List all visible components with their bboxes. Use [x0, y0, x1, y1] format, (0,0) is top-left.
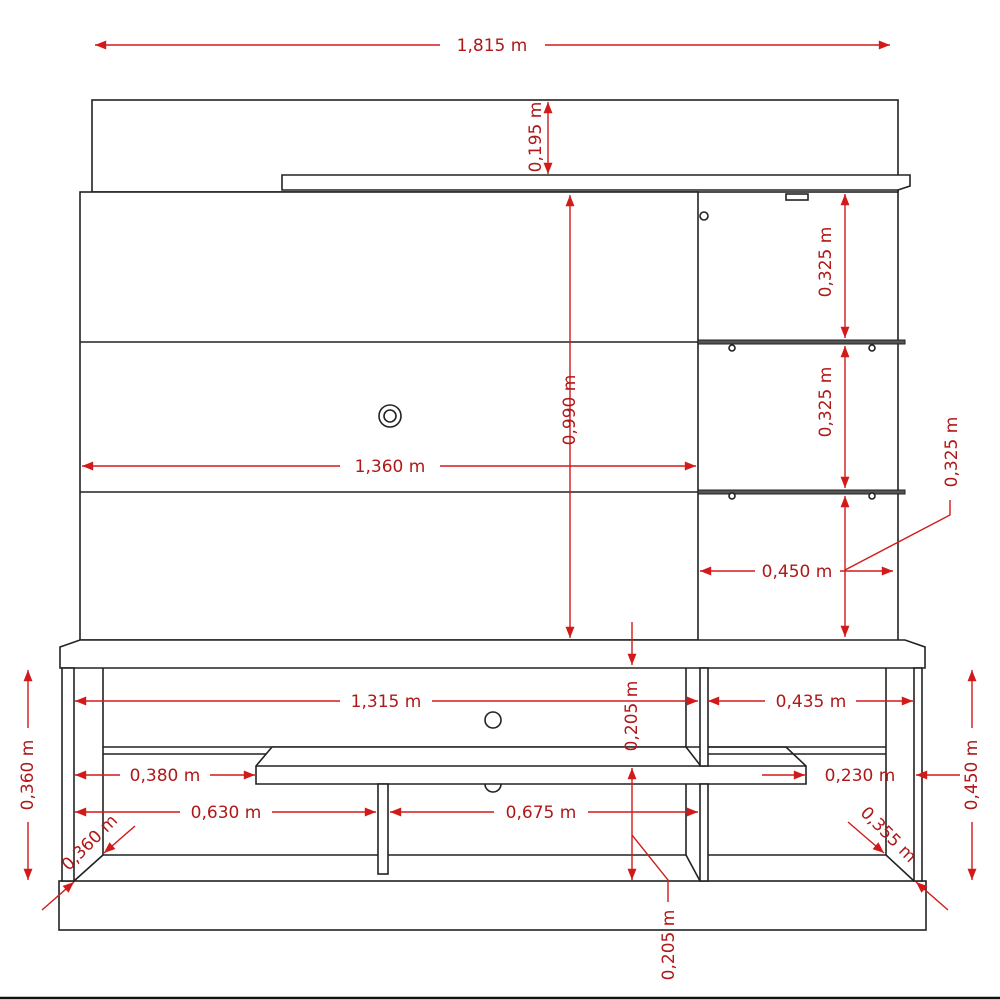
rack-top — [59, 639, 926, 669]
dim-lower-center-width: 0,675 m — [506, 803, 577, 823]
dim-shelf-gap-2: 0,325 m — [816, 367, 836, 438]
glass-shelf — [697, 489, 906, 500]
dim-top-panel-height: 0,195 m — [526, 102, 546, 173]
dim-shelf-offset-right: 0,230 m — [825, 766, 896, 786]
led-fixture — [785, 193, 809, 201]
divider-back — [685, 746, 701, 766]
dim-shelf-gap-1: 0,325 m — [816, 227, 836, 298]
cable-grommet — [378, 404, 402, 428]
dim-total-width: 1,815 m — [457, 36, 528, 56]
dim-panel-width: 1,360 m — [355, 457, 426, 477]
cable-grommet — [484, 711, 502, 729]
dim-rack-height-right: 0,450 m — [962, 740, 982, 811]
dim-rack-height-left: 0,360 m — [18, 740, 38, 811]
dim-rack-inner-width: 1,315 m — [351, 692, 422, 712]
dim-panel-height: 0,990 m — [560, 375, 580, 446]
dim-upper-niche-height: 0,205 m — [622, 681, 642, 752]
center-divider — [699, 667, 709, 767]
dim-right-niche-width: 0,435 m — [776, 692, 847, 712]
rack-left-side — [61, 667, 75, 882]
divider-back — [685, 854, 701, 882]
dim-glass-shelf-width: 0,450 m — [762, 562, 833, 582]
furniture-outline — [0, 99, 1000, 1000]
main-panel — [79, 191, 699, 641]
back-edge — [73, 854, 104, 882]
small-divider — [377, 783, 389, 875]
dim-lower-left-width: 0,630 m — [191, 803, 262, 823]
dim-shelf-gap-3: 0,325 m — [942, 417, 962, 488]
glass-shelf — [697, 339, 906, 352]
cable-grommet-inner — [383, 409, 397, 423]
back-edge — [885, 854, 915, 882]
center-divider — [699, 783, 709, 882]
dim-shelf-offset-left: 0,380 m — [130, 766, 201, 786]
top-shelf — [281, 174, 911, 191]
cable-grommet — [484, 783, 502, 793]
rack-plinth — [58, 880, 927, 931]
spot-light — [699, 211, 709, 221]
dim-lower-niche-height: 0,205 m — [659, 910, 679, 981]
dimension-lines — [23, 40, 977, 911]
